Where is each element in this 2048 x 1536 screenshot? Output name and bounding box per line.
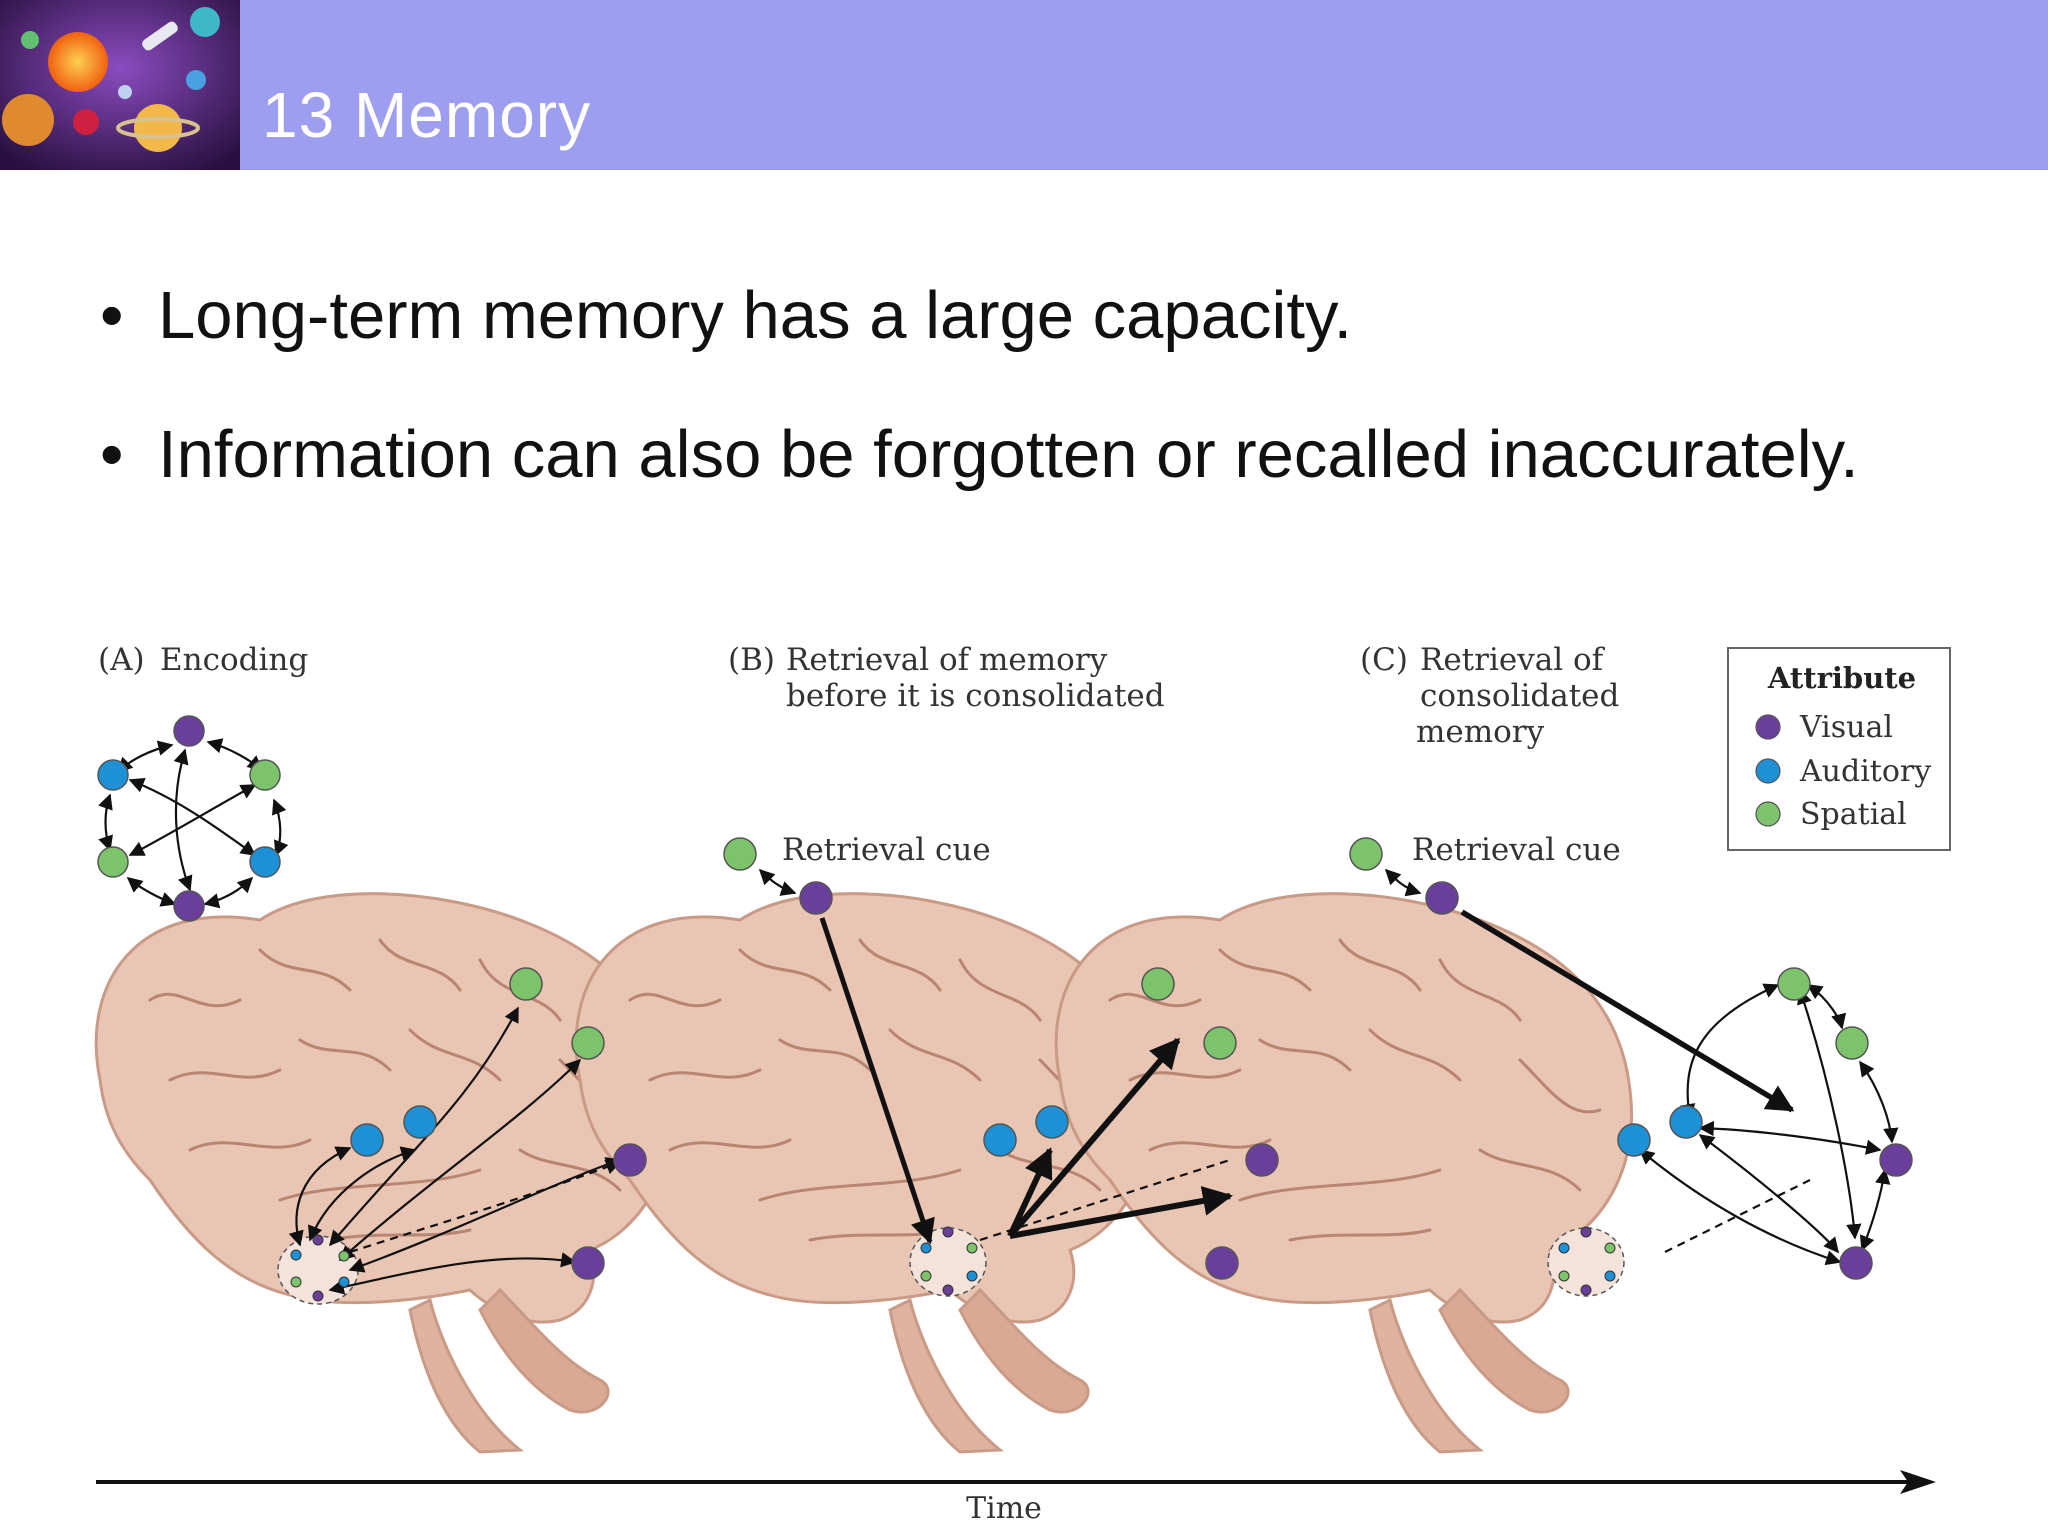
spatial-node: [571, 1026, 605, 1060]
visual-node: [799, 881, 833, 915]
legend-item-auditory: Auditory: [1799, 754, 1931, 789]
visual-node: [613, 1143, 647, 1177]
visual-node: [1245, 1143, 1279, 1177]
memory-diagram: (A) Encoding (B) Retrieval of memory bef…: [94, 642, 1951, 1526]
visual-node: [1425, 881, 1459, 915]
auditory-node: [983, 1123, 1017, 1157]
auditory-node: [403, 1105, 437, 1139]
retrieval-arrows-c: [1384, 868, 1899, 1266]
bullet-text: Long-term memory has a large capacity.: [158, 278, 1353, 353]
bullet-list: •Long-term memory has a large capacity. …: [100, 282, 1859, 560]
visual-node: [1839, 1246, 1873, 1280]
hippocampus-nodes: [290, 1226, 1616, 1302]
panel-b-cue-label: Retrieval cue: [782, 832, 991, 868]
time-axis: Time: [96, 1470, 1936, 1526]
visual-node: [173, 890, 205, 922]
legend-auditory-swatch: [1755, 758, 1781, 784]
spatial-node: [1349, 837, 1383, 871]
panel-c-cue-label: Retrieval cue: [1412, 832, 1621, 868]
panel-c-title-line2: consolidated: [1420, 678, 1619, 714]
spatial-node: [1835, 1026, 1869, 1060]
slide-title: 13 Memory: [262, 79, 592, 151]
visual-node: [571, 1246, 605, 1280]
spatial-node: [249, 759, 281, 791]
bullet-dot: •: [100, 278, 124, 353]
attribute-nodes: [97, 715, 1913, 1280]
panel-b-label: (B): [728, 642, 775, 678]
panel-b-title-line2: before it is consolidated: [786, 678, 1165, 714]
bullet-item: •Information can also be forgotten or re…: [100, 421, 1859, 488]
bullet-item: •Long-term memory has a large capacity.: [100, 282, 1859, 349]
panel-labels: (A) Encoding (B) Retrieval of memory bef…: [98, 642, 1621, 868]
panel-c-title-line3: memory: [1416, 714, 1545, 750]
auditory-node: [350, 1123, 384, 1157]
solar-system-logo: [0, 0, 240, 170]
time-arrow-head: [1900, 1470, 1936, 1494]
attribute-legend: Attribute Visual Auditory Spatial: [1727, 647, 1951, 851]
auditory-node: [1617, 1123, 1651, 1157]
slide-header: 13 Memory: [0, 0, 2048, 170]
visual-node: [173, 715, 205, 747]
encoding-arrows: [288, 1006, 622, 1295]
legend-title: Attribute: [1767, 661, 1916, 695]
spatial-node: [723, 837, 757, 871]
legend-spatial-swatch: [1755, 801, 1781, 827]
panel-a-label: (A): [98, 642, 145, 678]
spatial-node: [1203, 1026, 1237, 1060]
panel-b-title-line1: Retrieval of memory: [786, 642, 1108, 678]
spatial-node: [509, 967, 543, 1001]
auditory-node: [97, 759, 129, 791]
auditory-node: [249, 846, 281, 878]
auditory-node: [1035, 1105, 1069, 1139]
bullet-dot: •: [100, 417, 124, 492]
brain-c: [1054, 892, 1633, 1454]
visual-node: [1879, 1143, 1913, 1177]
spatial-node: [97, 846, 129, 878]
spatial-node: [1141, 967, 1175, 1001]
panel-a-title: Encoding: [160, 642, 308, 678]
legend-item-visual: Visual: [1799, 710, 1893, 745]
panel-c-title-line1: Retrieval of: [1420, 642, 1606, 678]
bullet-text: Information can also be forgotten or rec…: [158, 417, 1859, 492]
visual-node: [1205, 1246, 1239, 1280]
panel-c-label: (C): [1360, 642, 1408, 678]
retrieval-arrows-b: [758, 868, 1233, 1245]
legend-item-spatial: Spatial: [1800, 797, 1907, 832]
auditory-node: [1669, 1105, 1703, 1139]
time-label: Time: [966, 1491, 1042, 1526]
legend-visual-swatch: [1755, 714, 1781, 740]
spatial-node: [1777, 967, 1811, 1001]
